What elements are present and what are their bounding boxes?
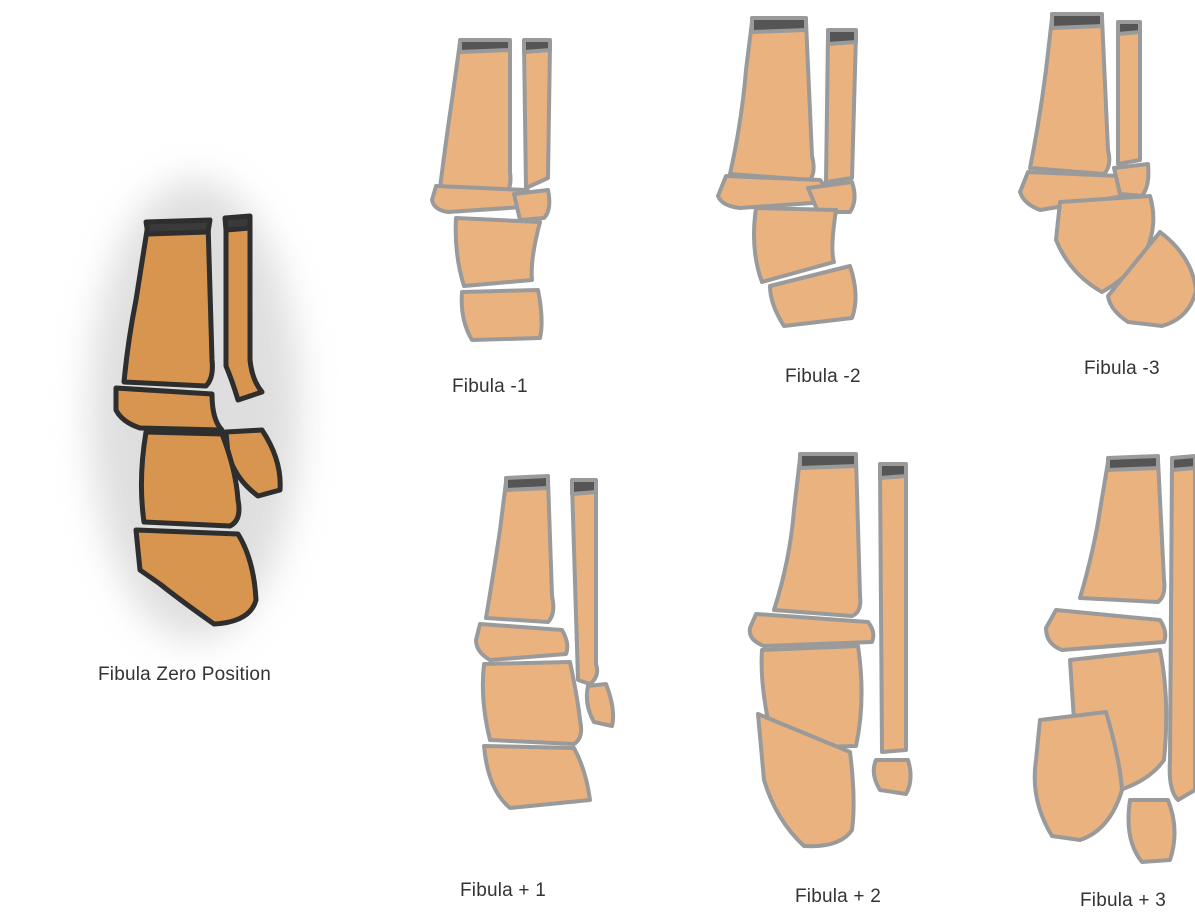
ankle-drawing-minus-2 bbox=[718, 18, 856, 326]
caption-fibula-plus-3: Fibula + 3 bbox=[1080, 890, 1166, 912]
caption-fibula-plus-2: Fibula + 2 bbox=[795, 886, 881, 908]
tibia-cap bbox=[146, 220, 210, 234]
ankle-drawing-plus-1 bbox=[476, 476, 613, 808]
caption-fibula-minus-1: Fibula -1 bbox=[452, 376, 528, 398]
fibula-cap bbox=[225, 216, 250, 230]
caption-fibula-minus-2: Fibula -2 bbox=[785, 366, 861, 388]
caption-fibula-zero-position: Fibula Zero Position bbox=[98, 664, 271, 686]
ankle-drawing-zero bbox=[90, 180, 300, 640]
ankle-drawing-plus-3 bbox=[1035, 456, 1195, 862]
ankle-drawing-minus-3 bbox=[1020, 14, 1195, 326]
caption-fibula-plus-1: Fibula + 1 bbox=[460, 880, 546, 902]
talus-dome bbox=[116, 388, 222, 430]
talus-body bbox=[141, 432, 239, 526]
ankle-drawing-plus-2 bbox=[750, 454, 911, 846]
ankle-drawing-minus-1 bbox=[432, 40, 550, 340]
caption-fibula-minus-3: Fibula -3 bbox=[1084, 358, 1160, 380]
